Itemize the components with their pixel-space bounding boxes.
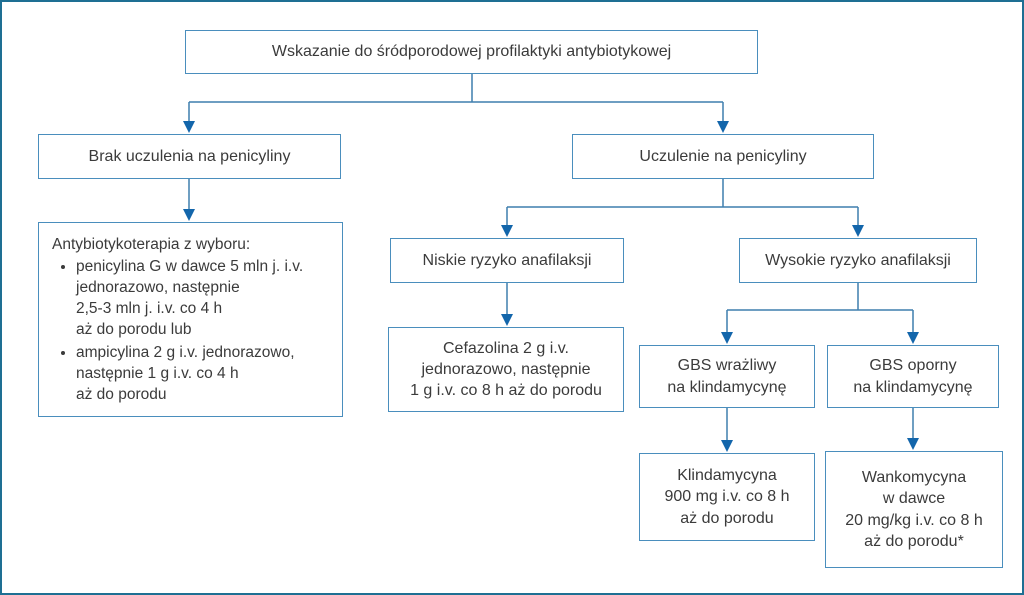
node-gbs-clindamycin-sensitive: GBS wrażliwy na klindamycynę xyxy=(639,345,815,408)
therapy-bullet-ampicillin: ampicylina 2 g i.v. jednorazowo, następn… xyxy=(76,343,334,406)
connector-lowrisk-cefazolin xyxy=(501,283,513,326)
arrowhead xyxy=(717,121,729,133)
node-therapy-of-choice: Antybiotykoterapia z wyboru: penicylina … xyxy=(38,222,343,417)
therapy-title: Antybiotykoterapia z wyboru: xyxy=(52,236,251,253)
arrowhead xyxy=(907,332,919,344)
connector-gbssens-clindamycin xyxy=(721,408,733,452)
node-no-penicillin-allergy: Brak uczulenia na penicyliny xyxy=(38,134,341,179)
connector-allergy-split xyxy=(501,179,864,237)
connector-highrisk-split xyxy=(721,283,919,344)
arrowhead xyxy=(183,209,195,221)
therapy-bullet-penicillin: penicylina G w dawce 5 mln j. i.v. jedno… xyxy=(76,257,334,341)
node-high-anaphylaxis-risk: Wysokie ryzyko anafilaksji xyxy=(739,238,977,283)
arrowhead xyxy=(183,121,195,133)
arrowhead xyxy=(721,332,733,344)
connector-noallergy-therapy xyxy=(183,179,195,221)
node-high-anaphylaxis-risk-label: Wysokie ryzyko anafilaksji xyxy=(765,251,951,269)
node-clindamycin: Klindamycyna 900 mg i.v. co 8 h aż do po… xyxy=(639,453,815,541)
node-clindamycin-label: Klindamycyna 900 mg i.v. co 8 h aż do po… xyxy=(664,467,790,527)
node-gbs-clindamycin-sensitive-label: GBS wrażliwy na klindamycynę xyxy=(667,357,787,396)
node-indication-label: Wskazanie do śródporodowej profilaktyki … xyxy=(271,43,672,61)
therapy-bullet-list: penicylina G w dawce 5 mln j. i.v. jedno… xyxy=(52,257,334,405)
arrowhead xyxy=(501,314,513,326)
arrowhead xyxy=(907,438,919,450)
node-no-penicillin-allergy-label: Brak uczulenia na penicyliny xyxy=(88,147,291,165)
node-cefazolin: Cefazolina 2 g i.v. jednorazowo, następn… xyxy=(388,327,624,412)
node-low-anaphylaxis-risk: Niskie ryzyko anafilaksji xyxy=(390,238,624,283)
node-penicillin-allergy: Uczulenie na penicyliny xyxy=(572,134,874,179)
node-vancomycin-label: Wankomycyna w dawce 20 mg/kg i.v. co 8 h… xyxy=(845,469,983,550)
arrowhead xyxy=(501,225,513,237)
node-cefazolin-label: Cefazolina 2 g i.v. jednorazowo, następn… xyxy=(410,339,602,400)
node-penicillin-allergy-label: Uczulenie na penicyliny xyxy=(639,147,807,165)
connector-root-split xyxy=(183,74,729,133)
node-gbs-clindamycin-resistant: GBS oporny na klindamycynę xyxy=(827,345,999,408)
arrowhead xyxy=(721,440,733,452)
node-indication: Wskazanie do śródporodowej profilaktyki … xyxy=(185,30,758,74)
node-gbs-clindamycin-resistant-label: GBS oporny na klindamycynę xyxy=(853,357,973,396)
node-vancomycin: Wankomycyna w dawce 20 mg/kg i.v. co 8 h… xyxy=(825,451,1003,568)
arrowhead xyxy=(852,225,864,237)
connector-gbsres-vancomycin xyxy=(907,408,919,450)
node-low-anaphylaxis-risk-label: Niskie ryzyko anafilaksji xyxy=(422,251,592,269)
